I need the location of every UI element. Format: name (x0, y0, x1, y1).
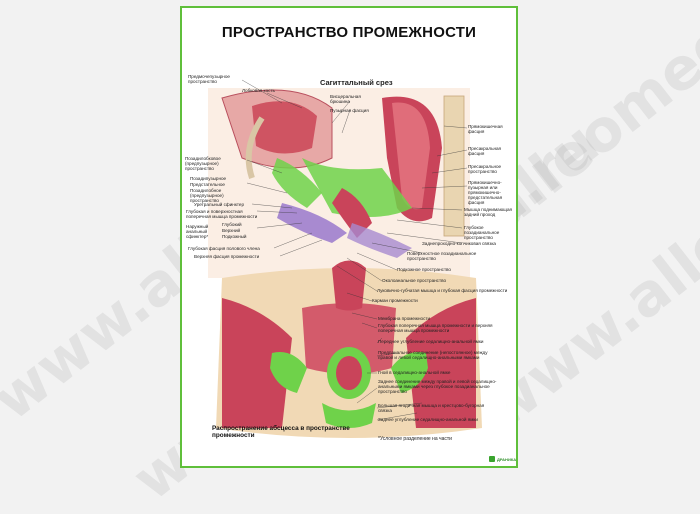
label-right: Глубокое позадианальное пространство (464, 225, 500, 240)
logo-icon (489, 456, 495, 462)
label-left: Уретральный сфинктер (194, 202, 245, 207)
label-right: Заднепроходно-копчиковая связка (422, 241, 496, 246)
label-right: Заднее соединение между правой и левой с… (378, 379, 497, 394)
label-right: Луковично-губчатая мышца и глубокая фасц… (377, 288, 508, 293)
publisher-logo: ДРАНИКА (489, 456, 516, 462)
label-left: Наружный анальный сфинктер* (186, 224, 209, 239)
leader-lines (241, 79, 468, 421)
poster-title: ПРОСТРАНСТВО ПРОМЕЖНОСТИ (221, 24, 477, 41)
label-left: Верхняя фасция промежности (194, 254, 260, 259)
label-right: Большая ягодичная мышца и крестцово-буго… (378, 403, 485, 413)
label-right: Прямокишечная фасция (468, 124, 503, 134)
label-right: Околоанальное пространство (382, 278, 447, 283)
label-left: Лобковая кость (242, 88, 275, 93)
label-top: Висцеральная брюшина (330, 94, 361, 104)
label-top: Пузырная фасция (330, 108, 369, 113)
label-left: Глубокая фасция полового члена (188, 246, 260, 251)
anatomy-poster: ПРОСТРАНСТВО ПРОМЕЖНОСТИ Сагиттальный ср… (180, 6, 518, 468)
label-right: Мембрана промежности (378, 316, 431, 321)
label-left: Глубокий (222, 222, 242, 227)
label-right: Прямокишечно-пузырная или прямокишечно-п… (468, 180, 503, 205)
figure-caption: Распространение абсцесса в пространстве … (212, 425, 350, 440)
label-top: Предмочепузырное пространство (188, 74, 230, 84)
label-left: Подкожный (222, 234, 247, 239)
section-subtitle: Сагиттальный срез (320, 78, 393, 87)
coronal-section (216, 260, 482, 438)
label-right: Предпанальное соединение (непостоянное) … (378, 350, 488, 360)
label-right: Подкожное пространство (397, 267, 451, 272)
label-left: Верхний (222, 228, 241, 233)
label-right: Мышца поднимающая задний проход (464, 207, 512, 217)
label-left: Позадилобное (предпузырное) пространство (190, 188, 224, 203)
label-left: Глубокая и поверхностная поперечная мышц… (186, 209, 258, 219)
label-right: Пресакральное пространство (468, 164, 502, 174)
anatomy-illustration (208, 79, 482, 438)
logo-text: ДРАНИКА (497, 456, 517, 462)
label-right: Пресакральная фасция (468, 146, 502, 156)
label-right: Заднее углубление седалищно-анальной ямк… (378, 417, 478, 422)
label-right: Гной в седалищно-анальной ямке (378, 370, 451, 375)
label-right: Переднее углубление седалищно-анальной я… (378, 339, 484, 344)
label-right: Поверхностное позадианальное пространств… (407, 251, 477, 261)
label-right: Карман промежности (372, 298, 418, 303)
label-left: Предстательное (190, 182, 225, 187)
sagittal-section (208, 88, 470, 278)
label-right: Глубокая поперечная мышца промежности и … (378, 323, 493, 333)
footnote: *Условное разделение на части (378, 436, 452, 442)
label-left: Позадилобковое (предпузырное) пространст… (185, 156, 221, 171)
label-left: Позадипузырное (190, 176, 227, 181)
